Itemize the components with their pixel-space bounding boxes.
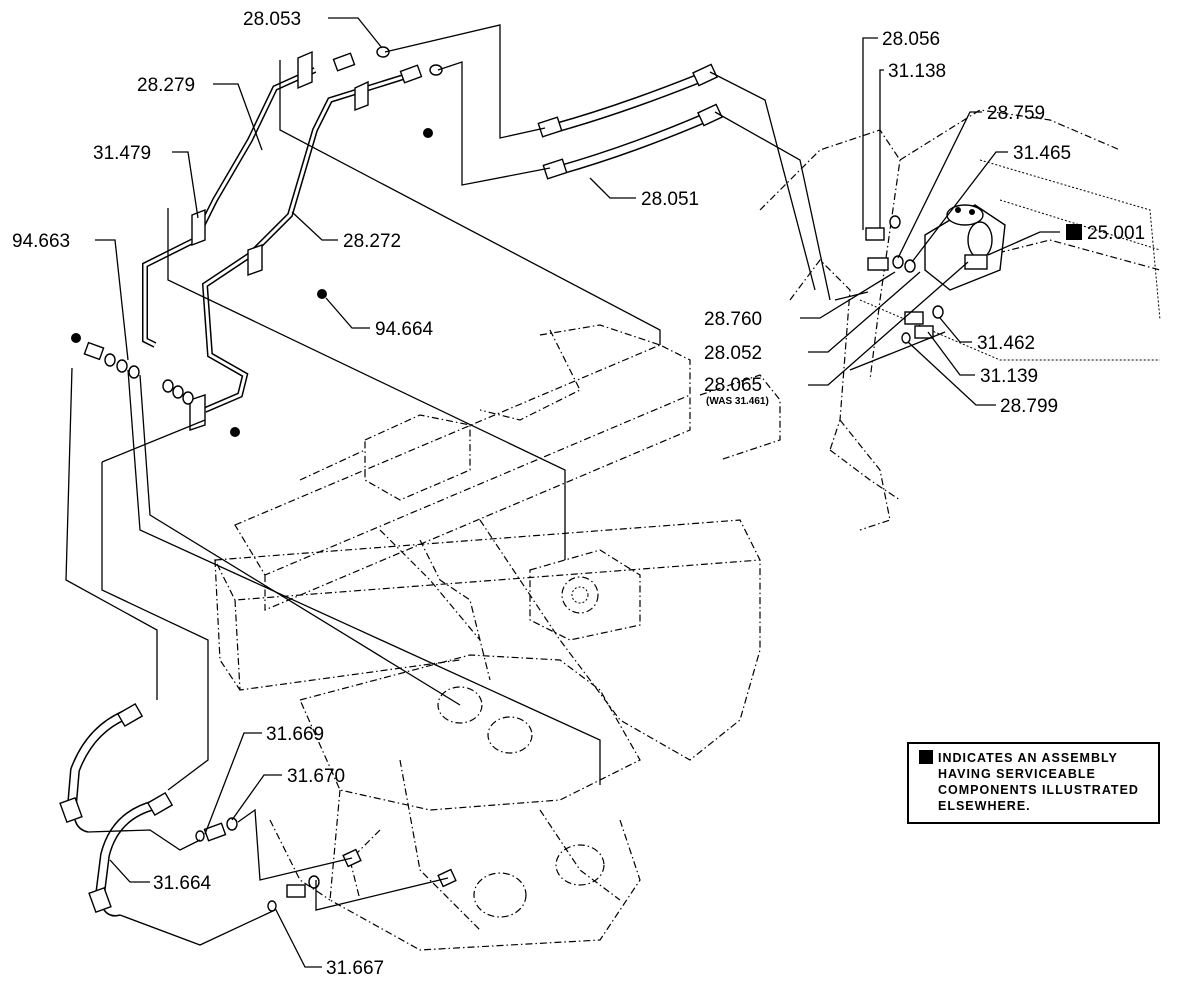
callout-28-051: 28.051 [641,189,699,210]
steering-gear-assembly [924,204,1006,291]
callout-28-065: 28.065 [704,375,762,396]
legend-box: INDICATES AN ASSEMBLY HAVING SERVICEABLE… [907,742,1160,824]
callout-28-053: 28.053 [243,9,301,30]
callout-28-799: 28.799 [1000,396,1058,417]
callout-leaders [95,17,1060,968]
callout-31-138: 31.138 [888,61,946,82]
serviceable-assembly-mark [1066,224,1082,240]
callout-94-663: 94.663 [12,231,70,252]
callout-31-479: 31.479 [93,143,151,164]
legend-line-2: HAVING SERVICEABLE [938,767,1096,781]
callout-28-056: 28.056 [882,29,940,50]
callout-31-669: 31.669 [266,724,324,745]
callout-94-664: 94.664 [375,319,434,340]
callout-31-465: 31.465 [1013,143,1071,164]
callout-25-001: 25.001 [1087,223,1145,244]
callout-labels: 28.053 28.279 31.479 94.663 28.272 94.66… [12,9,1145,979]
legend-line-3: COMPONENTS ILLUSTRATED [938,783,1139,797]
steering-tube-lower [201,72,411,413]
callout-31-462: 31.462 [977,333,1035,354]
callout-28-052: 28.052 [704,343,762,364]
legend-line-1: INDICATES AN ASSEMBLY [938,751,1118,765]
callout-28-065-note: (WAS 31.461) [706,396,769,407]
callout-31-664: 31.664 [153,873,212,894]
callout-31-670: 31.670 [287,766,345,787]
legend-line-4: ELSEWHERE. [938,799,1031,813]
callout-28-272: 28.272 [343,231,401,252]
callout-31-667: 31.667 [326,958,384,979]
flex-hose-upper [537,63,718,138]
fittings-steering-gear [865,215,944,344]
tube-clamps [189,50,369,431]
callout-28-759: 28.759 [987,103,1045,124]
callout-31-139: 31.139 [980,366,1038,387]
fittings-left-manifold [71,128,433,437]
flex-hose-left-1 [59,702,144,833]
legend-square-icon [919,750,933,764]
flex-hose-lower [542,103,723,180]
callout-28-279: 28.279 [137,75,195,96]
flex-hose-left-2 [88,791,174,917]
callout-28-760: 28.760 [704,309,762,330]
fittings-top [332,46,443,84]
routing-lines [65,24,831,946]
